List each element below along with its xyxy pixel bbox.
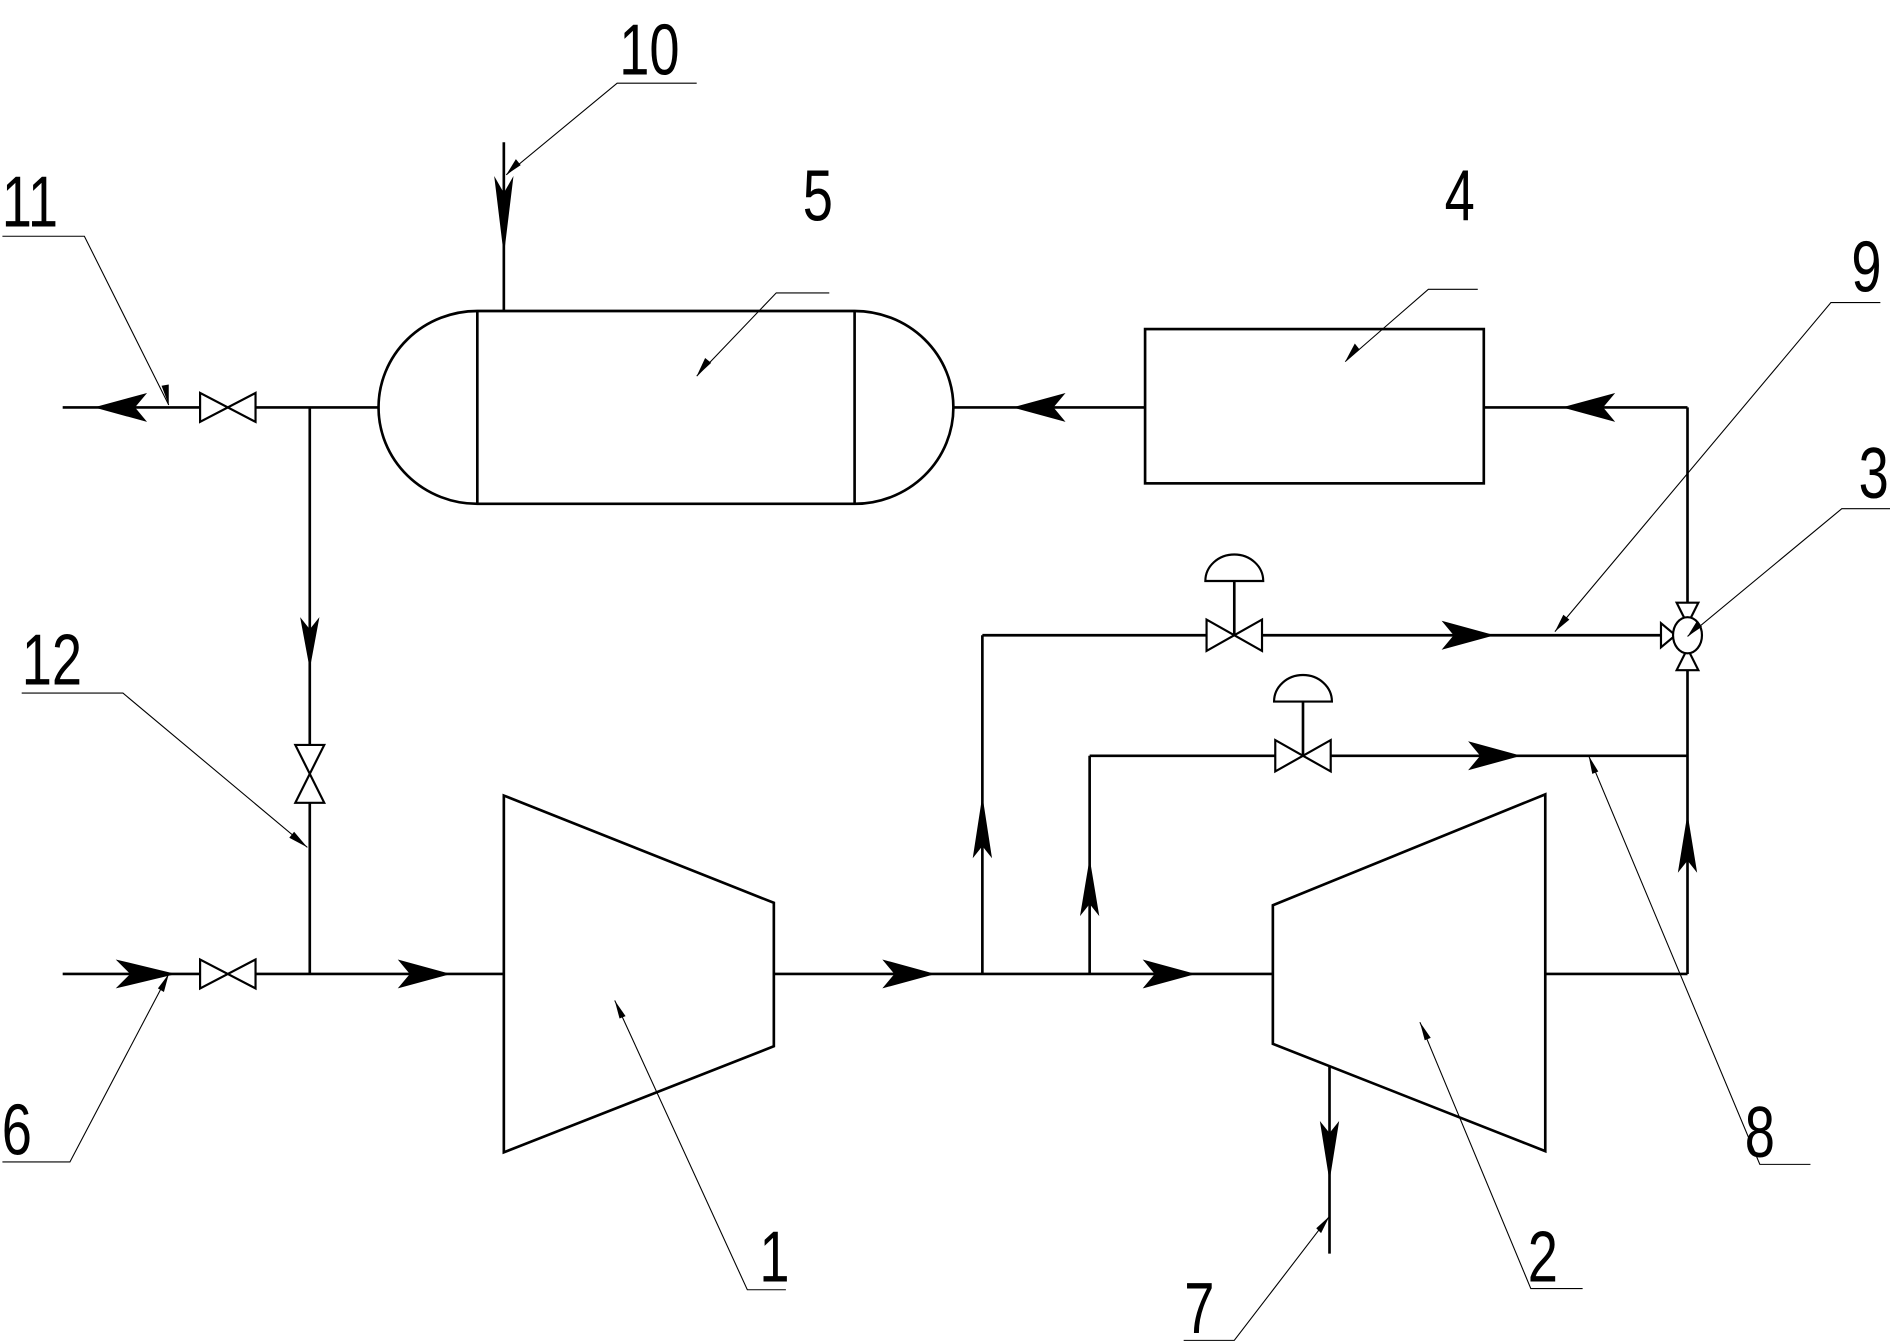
arrow-up-icon	[1677, 813, 1698, 873]
label-4: 4	[1445, 155, 1475, 236]
label-5: 5	[803, 155, 833, 236]
label-3: 3	[1859, 432, 1889, 513]
upper-control-valve[interactable]	[1204, 553, 1265, 653]
arrow-up-icon	[972, 795, 993, 859]
arrow-down-icon	[1319, 1120, 1340, 1182]
arrow-right-icon	[397, 959, 451, 989]
arrow-down-icon	[300, 617, 320, 669]
arrow-left-icon	[1562, 392, 1616, 422]
flow-arrows	[94, 175, 1698, 1182]
inlet-gate-valve[interactable]	[199, 957, 257, 991]
label-10: 10	[619, 9, 679, 90]
label-8: 8	[1745, 1092, 1775, 1173]
outlet-gate-valve[interactable]	[199, 391, 257, 424]
arrow-down-icon	[494, 175, 514, 256]
lower-control-valve[interactable]	[1272, 674, 1334, 774]
label-7: 7	[1184, 1268, 1214, 1344]
compressor	[502, 793, 776, 1155]
label-6: 6	[2, 1089, 32, 1170]
three-way-valve[interactable]	[1659, 601, 1704, 672]
arrow-right-icon	[1468, 741, 1522, 771]
arrow-right-icon	[115, 959, 176, 989]
label-9: 9	[1851, 226, 1881, 307]
label-2: 2	[1528, 1216, 1558, 1297]
arrow-up-icon	[1080, 858, 1100, 917]
label-12: 12	[22, 619, 82, 700]
arrow-left-icon	[94, 392, 148, 422]
turbine	[1271, 792, 1547, 1154]
arrow-right-icon	[1142, 959, 1196, 989]
part-labels: 10 11 5 4 9 3 12 6 1 2 8 7	[2, 9, 1889, 1344]
pipes	[62, 142, 1689, 1254]
storage-vessel	[377, 309, 955, 506]
label-1: 1	[759, 1216, 789, 1297]
return-gate-valve[interactable]	[293, 743, 326, 804]
arrow-right-icon	[882, 959, 936, 989]
leader-lines	[2, 82, 1890, 1341]
arrow-left-icon	[1012, 392, 1066, 422]
label-11: 11	[2, 161, 58, 242]
unit-box	[1143, 327, 1486, 485]
arrow-right-icon	[1441, 620, 1495, 650]
